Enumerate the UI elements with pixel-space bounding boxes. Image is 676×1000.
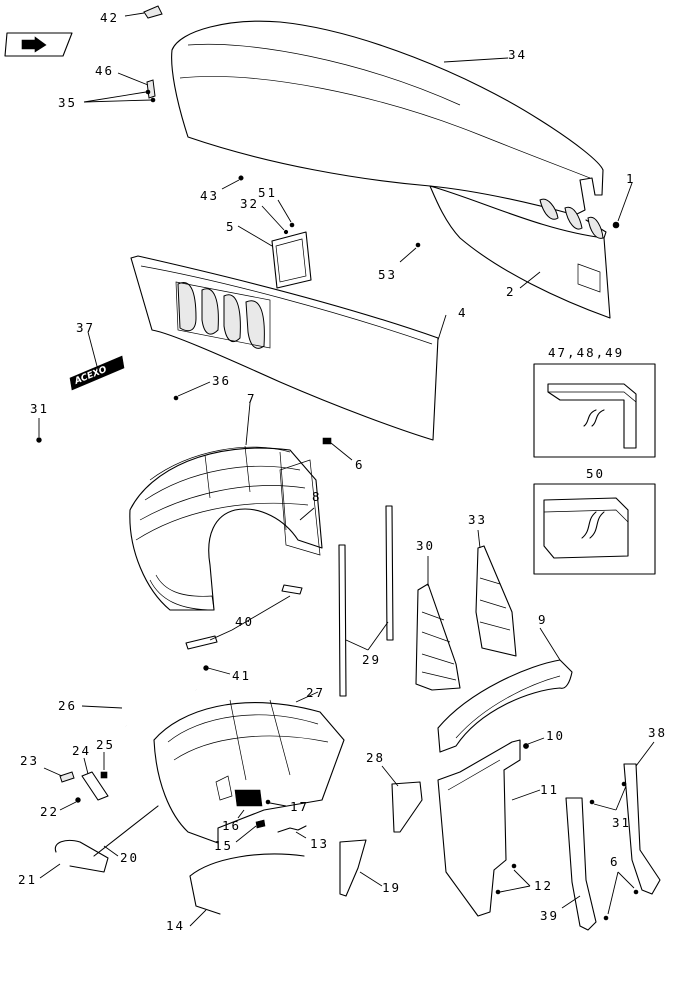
part-41-fastener bbox=[203, 665, 231, 675]
part-1-screw bbox=[612, 182, 633, 229]
part-26-handle bbox=[81, 682, 197, 727]
part-51-fastener bbox=[277, 199, 295, 228]
part-23-pin bbox=[43, 767, 75, 783]
part-15-fastener bbox=[235, 819, 266, 843]
decal-text: ACEXO bbox=[72, 365, 108, 387]
part-31-fastener-right bbox=[589, 781, 627, 811]
part-7-fender-frame bbox=[129, 402, 323, 611]
part-20-rod bbox=[93, 805, 159, 857]
part-25-nut bbox=[100, 752, 108, 779]
part-39-bracket bbox=[561, 797, 597, 931]
part-5-plate bbox=[237, 225, 312, 289]
part-10-screw bbox=[523, 737, 545, 749]
part-46-bracket bbox=[83, 72, 156, 103]
part-6-bolt-lower bbox=[603, 871, 639, 921]
part-16-latch bbox=[237, 809, 245, 819]
part-8-bracket bbox=[279, 459, 321, 556]
part-38-bracket bbox=[623, 741, 661, 895]
part-53-fastener bbox=[399, 242, 421, 263]
part-11-frame bbox=[437, 739, 541, 917]
part-36-fastener bbox=[173, 381, 211, 401]
part-43-fastener bbox=[221, 175, 244, 190]
part-32-fastener bbox=[261, 205, 289, 235]
part-27-fender-shell bbox=[153, 691, 345, 844]
part-21-handle bbox=[39, 839, 109, 879]
part-31-fastener-left bbox=[36, 418, 42, 443]
inset-47-48-49 bbox=[533, 363, 656, 458]
part-28-bracket bbox=[381, 765, 423, 833]
part-6-bolt-upper bbox=[322, 437, 353, 461]
part-40-hinges bbox=[185, 584, 303, 650]
part-9-fender-rail bbox=[437, 627, 573, 753]
part-2-hood-side-panel bbox=[429, 185, 611, 319]
part-12-screws bbox=[495, 863, 531, 895]
part-34-hood bbox=[171, 20, 607, 251]
part-14-stay bbox=[189, 853, 305, 927]
part-4-grille-panel bbox=[130, 255, 447, 441]
part-19-bracket bbox=[339, 839, 383, 897]
part-33-bracket bbox=[475, 529, 517, 657]
part-42-clip bbox=[124, 5, 163, 19]
part-29-strips bbox=[338, 505, 394, 697]
back-arrow-icon[interactable] bbox=[4, 32, 73, 57]
part-24-bracket bbox=[81, 757, 109, 801]
part-17-screw bbox=[265, 799, 287, 807]
part-13-spring bbox=[277, 825, 307, 839]
inset-50 bbox=[533, 483, 656, 575]
part-37-decal: ACEXO bbox=[69, 331, 125, 391]
part-22-washer bbox=[59, 797, 81, 811]
part-30-bracket bbox=[415, 556, 461, 691]
